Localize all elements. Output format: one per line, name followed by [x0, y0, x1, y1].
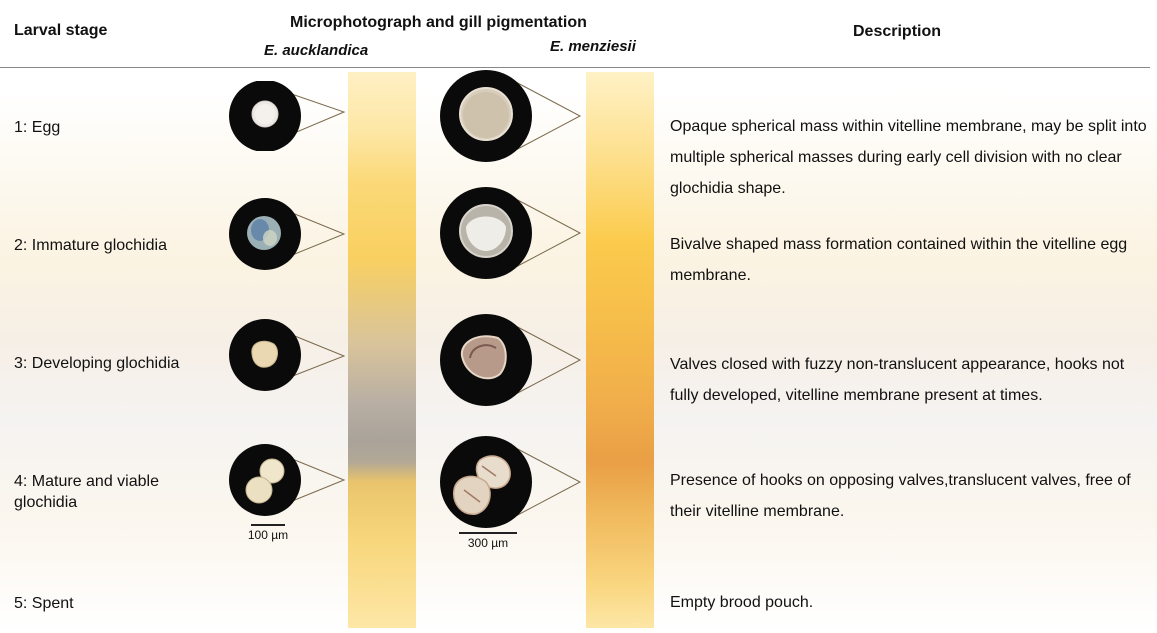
header-description: Description	[853, 23, 942, 40]
micrograph-aucklandica-egg	[229, 81, 346, 151]
micrograph-menziesii-immature	[440, 187, 582, 279]
micrograph-menziesii-developing	[440, 314, 582, 406]
stage-label-1: 1: Egg	[14, 119, 61, 136]
stage-description-4: Presence of hooks on opposing valves,tra…	[670, 472, 1131, 520]
stage-description-5: Empty brood pouch.	[670, 594, 814, 611]
header-larval-stage: Larval stage	[14, 22, 108, 39]
species-label-aucklandica: E. aucklandica	[264, 42, 369, 59]
micrograph-aucklandica-immature	[229, 198, 346, 270]
stage-label-5: 5: Spent	[14, 595, 74, 612]
micrograph-menziesii-egg	[440, 70, 582, 162]
micrograph-menziesii-mature	[440, 436, 582, 528]
stage-label-4: 4: Mature and viable glochidia	[14, 473, 159, 511]
species-label-menziesii: E. menziesii	[550, 38, 636, 55]
header-divider	[0, 67, 1150, 68]
stage-label-3: 3: Developing glochidia	[14, 355, 180, 372]
stage-label-2: 2: Immature glochidia	[14, 237, 167, 254]
stage-description-2: Bivalve shaped mass formation contained …	[670, 236, 1128, 284]
gill-pigment-bar-aucklandica	[348, 72, 416, 628]
scalebar-line	[459, 532, 517, 534]
micrograph-aucklandica-mature	[229, 444, 346, 516]
scalebar-menziesii: 300 µm	[455, 532, 521, 550]
scalebar-line	[251, 524, 285, 526]
header-microphotograph: Microphotograph and gill pigmentation	[290, 14, 587, 31]
scalebar-label-aucklandica: 100 µm	[247, 528, 289, 542]
gill-pigment-bar-menziesii	[586, 72, 654, 628]
scalebar-aucklandica: 100 µm	[238, 524, 298, 542]
micrograph-aucklandica-developing	[229, 319, 346, 391]
scalebar-label-menziesii: 300 µm	[467, 536, 509, 550]
stage-description-3: Valves closed with fuzzy non-translucent…	[670, 356, 1125, 404]
stage-description-1: Opaque spherical mass within vitelline m…	[670, 118, 1147, 197]
